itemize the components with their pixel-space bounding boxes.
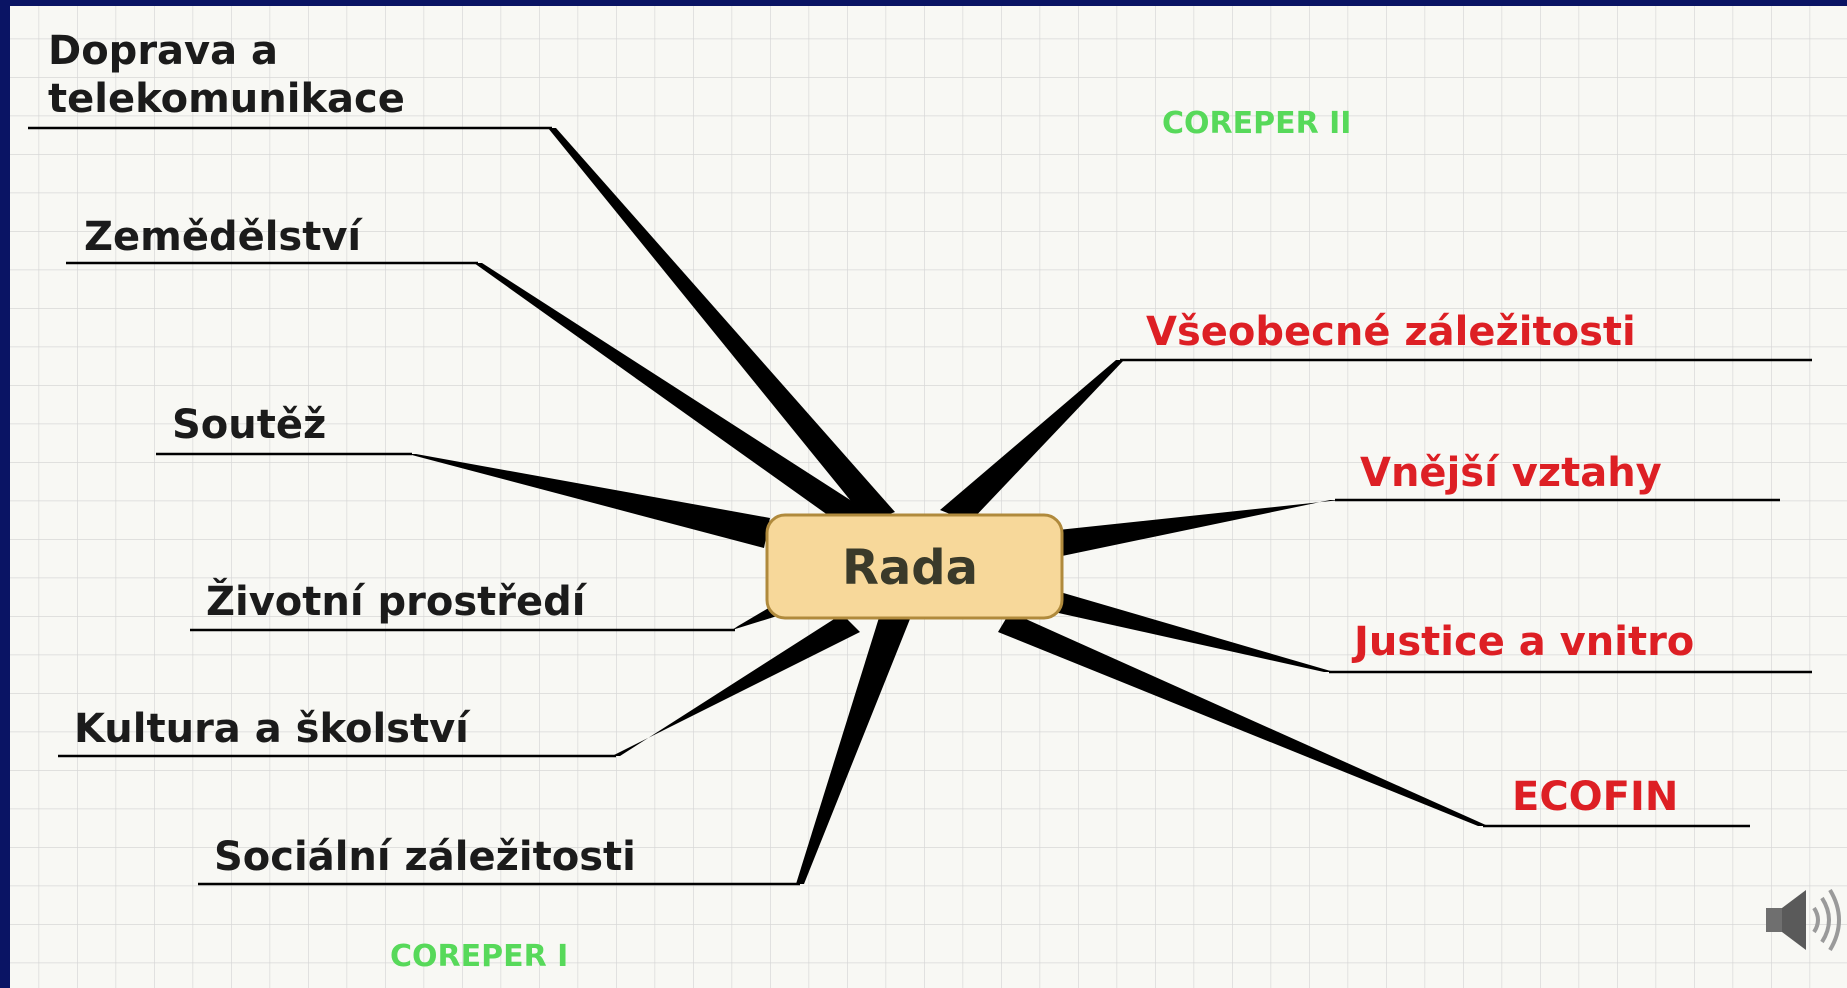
label-zemedelstvi: Zemědělství — [84, 214, 363, 260]
center-node-label: Rada — [842, 540, 978, 596]
label-doprava-line-1: Doprava a — [48, 28, 278, 74]
branch-connectors — [408, 128, 1488, 884]
branch-justice — [1054, 592, 1334, 672]
label-vseobecne: Všeobecné záležitosti — [1146, 309, 1636, 355]
speaker-icon[interactable] — [1766, 888, 1841, 952]
speaker-icon-wave-3 — [1828, 888, 1841, 952]
branch-kultura — [612, 614, 860, 756]
center-node: Rada — [765, 513, 1064, 620]
branch-socialni — [796, 608, 912, 884]
branch-ecofin — [998, 612, 1488, 826]
left-labels: Doprava a telekomunikace Zemědělství Sou… — [48, 28, 636, 880]
grid-lines — [10, 6, 1847, 988]
branch-vseobecne — [940, 360, 1124, 522]
label-socialni: Sociální záležitosti — [214, 834, 636, 880]
label-underlines — [28, 126, 1812, 886]
speaker-icon-wave-1 — [1812, 906, 1820, 934]
label-vnejsi: Vnější vztahy — [1360, 450, 1662, 496]
branch-soutez — [408, 454, 770, 548]
coreper-2-label: COREPER II — [1162, 106, 1351, 141]
label-justice: Justice a vnitro — [1351, 619, 1694, 665]
branch-vnejsi — [1058, 500, 1340, 556]
speaker-icon-cone — [1782, 890, 1806, 950]
coreper-1-label: COREPER I — [390, 939, 568, 974]
label-zivotni: Životní prostředí — [206, 577, 588, 625]
label-doprava: Doprava a telekomunikace — [48, 28, 405, 122]
label-kultura: Kultura a školství — [74, 706, 471, 752]
speaker-icon-body — [1766, 908, 1782, 932]
branch-doprava — [548, 128, 895, 522]
center-node-box — [765, 513, 1064, 620]
label-soutez: Soutěž — [172, 402, 326, 448]
branch-zemedelstvi — [474, 263, 872, 528]
label-ecofin: ECOFIN — [1512, 774, 1678, 820]
right-labels: Všeobecné záležitosti Vnější vztahy Just… — [1146, 309, 1694, 820]
label-doprava-line-2: telekomunikace — [48, 76, 405, 122]
speaker-icon-wave-2 — [1820, 896, 1831, 944]
